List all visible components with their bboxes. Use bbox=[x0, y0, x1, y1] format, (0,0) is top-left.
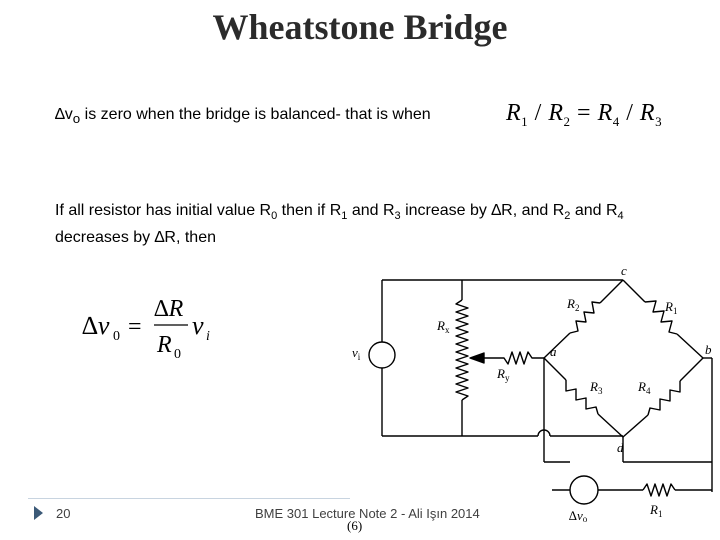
footer-text: BME 301 Lecture Note 2 - Ali Işın 2014 bbox=[255, 506, 480, 521]
formula-den-sub: 0 bbox=[174, 347, 181, 362]
formula-denominator: R bbox=[156, 332, 172, 358]
r1-bottom-label: R1 bbox=[649, 502, 662, 519]
balance-equation: R1 / R2 = R4 / R3 bbox=[506, 100, 663, 129]
footer-arrow-icon bbox=[34, 506, 43, 520]
wheatstone-bridge-circuit: c b a d R1 R2 R3 R4 Rx Ry vi ∆vo R1 (6) bbox=[347, 263, 713, 533]
formula-rhs-sub: i bbox=[206, 329, 210, 344]
figure-number: (6) bbox=[347, 518, 362, 533]
page-number: 20 bbox=[56, 506, 71, 521]
resistor-change-paragraph: If all resistor has initial value R0 the… bbox=[55, 202, 624, 247]
dv-output-label: ∆vo bbox=[569, 508, 588, 524]
delta-symbol: ∆ bbox=[55, 106, 65, 123]
r1-bottom-resistor bbox=[642, 483, 676, 497]
node-a-label: a bbox=[550, 344, 557, 359]
node-c-label: c bbox=[621, 263, 627, 278]
formula-lhs-sub: 0 bbox=[113, 329, 120, 344]
wiper-arrow-icon bbox=[469, 352, 485, 364]
rx-resistor bbox=[455, 299, 469, 401]
node-b-label: b bbox=[705, 342, 712, 357]
balanced-statement: ∆vo is zero when the bridge is balanced-… bbox=[55, 106, 431, 127]
wire bbox=[543, 332, 571, 359]
r2-resistor bbox=[569, 301, 601, 334]
node-d-label: d bbox=[617, 440, 624, 455]
ry-resistor bbox=[484, 351, 544, 365]
rx-label: Rx bbox=[436, 318, 450, 335]
vi-label: vi bbox=[352, 345, 361, 362]
vi-source-icon bbox=[368, 341, 396, 369]
footer-divider bbox=[28, 498, 350, 499]
formula-lhs: ∆v bbox=[82, 311, 110, 340]
formula-numerator: ∆R bbox=[154, 296, 184, 322]
wire bbox=[599, 279, 624, 304]
r3-label: R3 bbox=[589, 379, 603, 396]
output-voltage-formula: ∆v 0 = ∆R R 0 v i bbox=[82, 296, 210, 362]
r1-label: R1 bbox=[664, 299, 677, 316]
r2-label: R2 bbox=[566, 296, 579, 313]
r4-resistor bbox=[647, 381, 681, 416]
formula-rhs: v bbox=[192, 311, 204, 340]
wire-crossover-icon bbox=[537, 429, 551, 437]
r3-resistor bbox=[565, 380, 599, 415]
balanced-statement-text: is zero when the bridge is balanced- tha… bbox=[80, 106, 431, 123]
ry-label: Ry bbox=[496, 366, 510, 383]
wire bbox=[622, 279, 646, 303]
r4-label: R4 bbox=[637, 379, 651, 396]
wire bbox=[679, 357, 704, 382]
wire bbox=[622, 414, 649, 438]
r1-resistor bbox=[644, 300, 678, 335]
output-meter-icon bbox=[569, 475, 599, 505]
wire bbox=[676, 333, 704, 359]
wire bbox=[597, 413, 624, 438]
slide-title: Wheatstone Bridge bbox=[212, 7, 508, 47]
wire bbox=[543, 357, 567, 381]
formula-equals: = bbox=[128, 314, 142, 340]
